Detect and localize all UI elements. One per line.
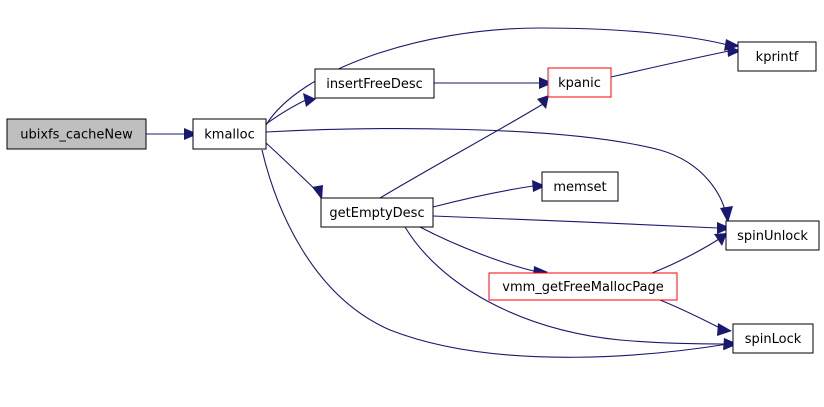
node-label: insertFreeDesc xyxy=(326,77,423,92)
node-label: getEmptyDesc xyxy=(329,206,424,221)
edge-kmalloc-to-getEmptyDesc xyxy=(265,142,323,200)
edge-kpanic-to-kprintf xyxy=(610,45,741,78)
edge-line xyxy=(261,149,729,358)
node-label: kprintf xyxy=(756,50,799,65)
edge-line xyxy=(432,215,719,229)
node-label: kpanic xyxy=(558,76,601,91)
arrowhead-icon xyxy=(532,180,546,192)
arrowhead-icon xyxy=(717,323,732,336)
edge-kmalloc-to-spinLock xyxy=(261,149,737,358)
arrowhead-icon xyxy=(714,233,727,246)
edge-line xyxy=(265,142,319,193)
node-box[interactable] xyxy=(547,67,612,98)
edge-insertFreeDesc-to-kpanic xyxy=(434,77,553,89)
node-box[interactable] xyxy=(541,171,619,202)
node-box[interactable] xyxy=(6,118,147,150)
edge-getEmptyDesc-to-memset xyxy=(432,180,546,208)
edge-line xyxy=(265,27,729,126)
node-label: vmm_getFreeMallocPage xyxy=(502,280,663,295)
edge-getEmptyDesc-to-vmm_getFreeMallocPage xyxy=(419,226,548,278)
edge-vmm_getFreeMallocPage-to-spinLock xyxy=(659,299,732,336)
node-box[interactable] xyxy=(314,68,435,99)
node-label: spinUnlock xyxy=(737,229,808,244)
arrowhead-icon xyxy=(717,222,731,234)
node-spinUnlock[interactable]: spinUnlock xyxy=(725,220,820,251)
node-box[interactable] xyxy=(737,41,817,72)
node-kprintf[interactable]: kprintf xyxy=(737,41,817,72)
node-label: spinLock xyxy=(745,332,802,347)
node-kmalloc[interactable]: kmalloc xyxy=(192,118,267,150)
arrowhead-icon xyxy=(724,338,738,350)
arrowhead-icon xyxy=(312,185,323,200)
node-box[interactable] xyxy=(732,323,814,354)
node-insertFreeDesc[interactable]: insertFreeDesc xyxy=(314,68,435,99)
edge-vmm_getFreeMallocPage-to-spinUnlock xyxy=(651,233,727,274)
edge-getEmptyDesc-to-kpanic xyxy=(379,95,549,199)
arrowhead-icon xyxy=(537,95,549,109)
edge-line xyxy=(659,299,723,330)
node-label: ubixfs_cacheNew xyxy=(20,128,133,143)
edge-line xyxy=(265,98,309,125)
edge-line xyxy=(265,128,727,215)
edge-line xyxy=(610,50,730,78)
edge-getEmptyDesc-to-spinUnlock xyxy=(432,215,731,234)
arrowhead-icon xyxy=(720,206,733,223)
node-box[interactable] xyxy=(192,118,267,150)
edges-layer xyxy=(146,27,741,358)
nodes-layer: ubixfs_cacheNew kmalloc insertFreeDesc kpan… xyxy=(6,41,820,354)
edge-ubixfs_cacheNew-to-kmalloc xyxy=(146,128,198,140)
node-kpanic[interactable]: kpanic xyxy=(547,67,612,98)
arrowhead-icon xyxy=(184,128,198,140)
node-box[interactable] xyxy=(320,197,434,228)
edge-line xyxy=(404,226,727,345)
arrowhead-icon xyxy=(303,93,316,107)
arrowhead-icon xyxy=(539,77,553,89)
edge-kmalloc-to-insertFreeDesc xyxy=(265,93,316,125)
node-getEmptyDesc[interactable]: getEmptyDesc xyxy=(320,197,434,228)
node-label: kmalloc xyxy=(204,128,254,143)
edge-line xyxy=(651,238,720,274)
edge-line xyxy=(432,185,534,208)
edge-line xyxy=(379,103,544,199)
node-memset[interactable]: memset xyxy=(541,171,619,202)
arrowhead-icon xyxy=(727,45,741,57)
edge-line xyxy=(419,226,539,273)
node-vmm_getFreeMallocPage[interactable]: vmm_getFreeMallocPage xyxy=(488,272,678,301)
node-label: memset xyxy=(553,180,606,195)
edge-getEmptyDesc-to-spinLock xyxy=(404,226,738,350)
node-box[interactable] xyxy=(488,272,678,301)
node-spinLock[interactable]: spinLock xyxy=(732,323,814,354)
edge-kmalloc-to-spinUnlock xyxy=(265,128,733,223)
node-ubixfs_cacheNew[interactable]: ubixfs_cacheNew xyxy=(6,118,147,150)
node-box[interactable] xyxy=(725,220,820,251)
